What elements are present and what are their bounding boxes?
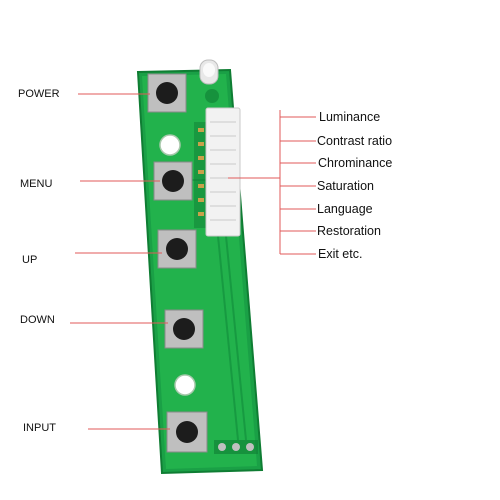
mounting-hole — [159, 134, 181, 156]
connector-icon — [194, 107, 241, 237]
power-label: POWER — [18, 88, 60, 100]
saturation-label: Saturation — [317, 179, 374, 193]
header-pins-icon — [214, 440, 258, 454]
power-button-icon — [147, 73, 187, 113]
mounting-hole — [174, 374, 196, 396]
language-label: Language — [317, 202, 373, 216]
up-label: UP — [22, 254, 38, 266]
input-label: INPUT — [23, 422, 56, 434]
chrominance-label: Chrominance — [318, 156, 393, 170]
input-button-icon — [166, 411, 208, 453]
down-button-icon — [164, 309, 204, 349]
contrast-ratio-label: Contrast ratio — [317, 134, 393, 148]
button-leader-lines — [70, 93, 170, 430]
feature-bracket — [228, 110, 316, 255]
down-label: DOWN — [20, 314, 55, 326]
luminance-label: Luminance — [319, 110, 381, 124]
led-icon — [199, 59, 219, 103]
up-button-icon — [157, 229, 197, 269]
menu-button-icon — [153, 161, 193, 201]
exit-label: Exit etc. — [318, 247, 363, 261]
restoration-label: Restoration — [317, 224, 381, 238]
menu-label: MENU — [20, 178, 53, 190]
